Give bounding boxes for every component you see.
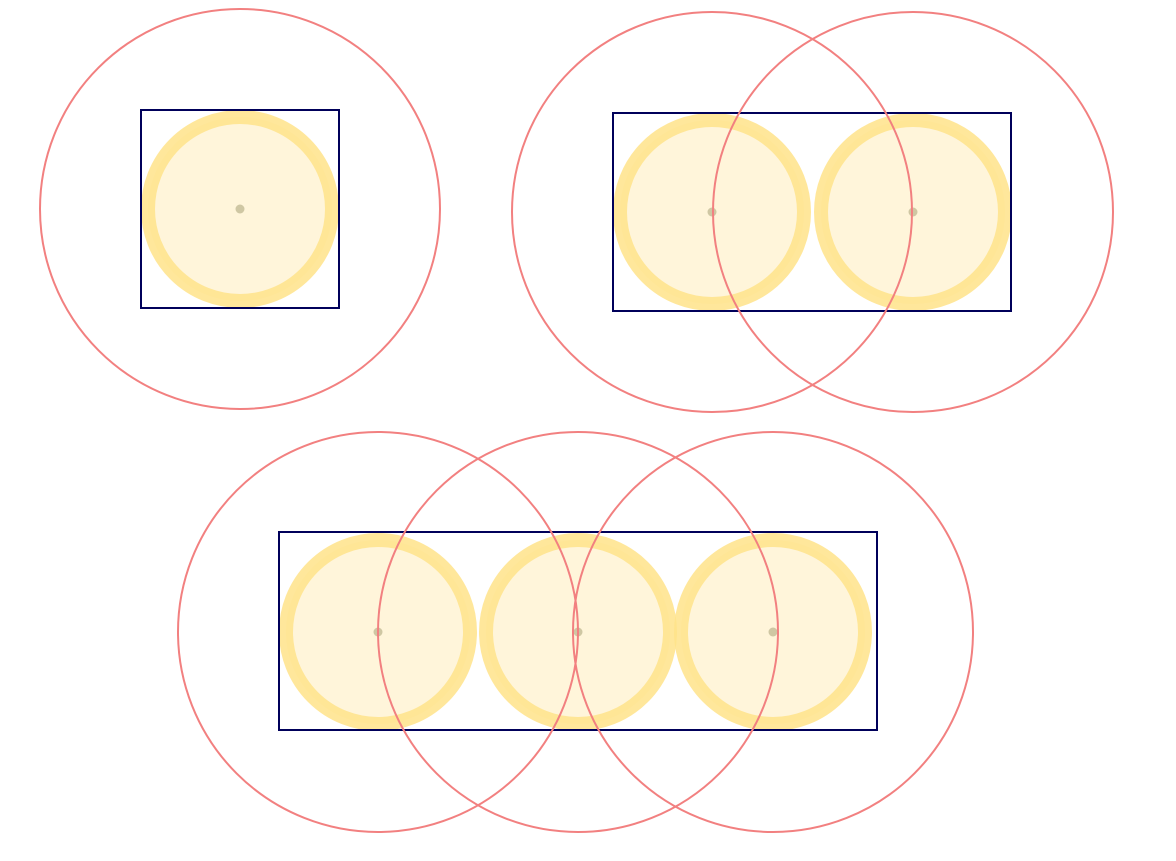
center-dot-single-1 — [235, 204, 245, 214]
container-box-pair — [612, 112, 1012, 312]
group-pair — [511, 11, 1114, 413]
container-box-single — [140, 109, 340, 309]
center-dot-triple-3 — [768, 627, 778, 637]
group-single — [39, 8, 441, 410]
group-triple — [177, 431, 974, 833]
range-ring-triple-2 — [377, 431, 779, 833]
range-ring-triple-3 — [572, 431, 974, 833]
range-ring-pair-2 — [712, 11, 1114, 413]
range-ring-triple-1 — [177, 431, 579, 833]
range-ring-pair-1 — [511, 11, 913, 413]
range-ring-single-1 — [39, 8, 441, 410]
container-box-triple — [278, 531, 878, 731]
